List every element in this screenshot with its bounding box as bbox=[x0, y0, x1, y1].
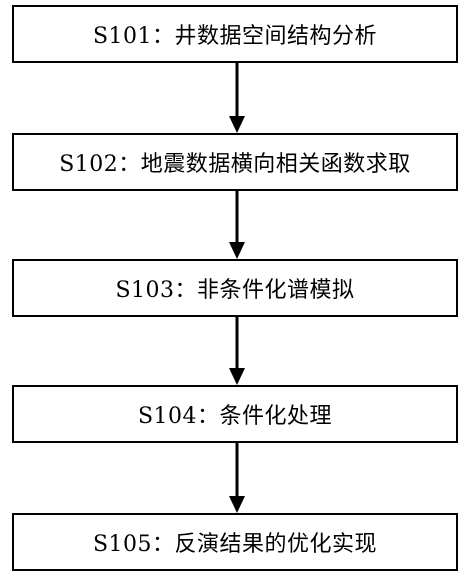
step-box-s101: S101：井数据空间结构分析 bbox=[12, 5, 458, 63]
step-box-s104: S104：条件化处理 bbox=[12, 385, 458, 443]
arrow-head-s102-to-s103 bbox=[229, 242, 245, 259]
step-label-s101: S101：井数据空间结构分析 bbox=[92, 24, 378, 49]
step-box-s102: S102：地震数据横向相关函数求取 bbox=[12, 133, 458, 191]
arrow-head-s101-to-s102 bbox=[229, 116, 245, 133]
step-box-s105: S105：反演结果的优化实现 bbox=[12, 513, 458, 571]
step-label-s103: S103：非条件化谱模拟 bbox=[115, 278, 355, 303]
arrow-head-s103-to-s104 bbox=[229, 368, 245, 385]
step-label-s104: S104：条件化处理 bbox=[137, 404, 333, 429]
arrow-head-s104-to-s105 bbox=[229, 496, 245, 513]
step-label-s105: S105：反演结果的优化实现 bbox=[92, 532, 378, 557]
step-label-s102: S102：地震数据横向相关函数求取 bbox=[59, 152, 411, 177]
step-box-s103: S103：非条件化谱模拟 bbox=[12, 259, 458, 317]
